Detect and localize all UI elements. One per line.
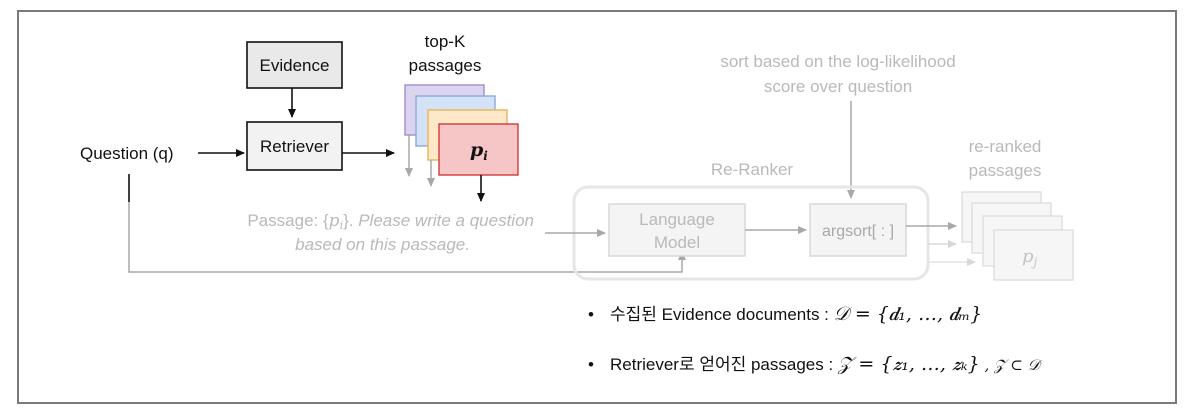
reranked-card-4 <box>993 229 1074 281</box>
lm-label-line1: Language <box>639 210 715 229</box>
retriever-box <box>246 121 343 171</box>
reranked-label-line1: re-ranked <box>969 137 1042 156</box>
argsort-label: argsort[ : ] <box>822 223 894 240</box>
passage-card-red <box>438 123 519 176</box>
reranker-label: Re-Ranker <box>711 160 794 179</box>
topk-label-line2: passages <box>409 56 482 75</box>
evidence-box <box>246 41 343 89</box>
note-evidence-text: 수집된 Evidence documents : <box>610 305 834 324</box>
prompt-line1: Passage: {pi}. Please write a question <box>247 211 534 232</box>
sort-label-line2: score over question <box>764 77 912 96</box>
argsort-box <box>809 203 907 257</box>
reranked-label-line2: passages <box>969 161 1042 180</box>
note-evidence-documents: • 수집된 Evidence documents : 𝒟 = {𝒅₁, …, 𝒅ₘ… <box>588 300 982 325</box>
note-retrieved-passages: • Retriever로 얻어진 passages : 𝒵 = {𝒛₁, …, 𝒛… <box>588 350 1040 375</box>
note-passages-text: Retriever로 얻어진 passages : <box>610 355 838 374</box>
note-evidence-math: 𝒟 = {𝒅₁, …, 𝒅ₘ} <box>833 303 983 325</box>
question-label: Question (q) <box>80 144 174 163</box>
bullet-dot: • <box>588 355 594 374</box>
reranked-var: pj <box>1022 246 1038 269</box>
question-path-to-lm <box>128 202 686 273</box>
passage-var: pi <box>470 139 488 163</box>
note-passages-math: 𝒵 = {𝒛₁, …, 𝒛ₖ} <box>837 353 980 375</box>
sort-label-line1: sort based on the log-likelihood <box>720 52 955 71</box>
bullet-dot: • <box>588 305 594 324</box>
lm-label-line2: Model <box>654 233 700 252</box>
outer-frame <box>17 10 1177 404</box>
retriever-label: Retriever <box>260 137 329 156</box>
note-passages-subset: , 𝒵 ⊂ 𝒟 <box>979 356 1040 374</box>
topk-label-line1: top-K <box>425 32 466 51</box>
prompt-line2: based on this passage. <box>295 235 470 254</box>
evidence-label: Evidence <box>260 56 330 75</box>
